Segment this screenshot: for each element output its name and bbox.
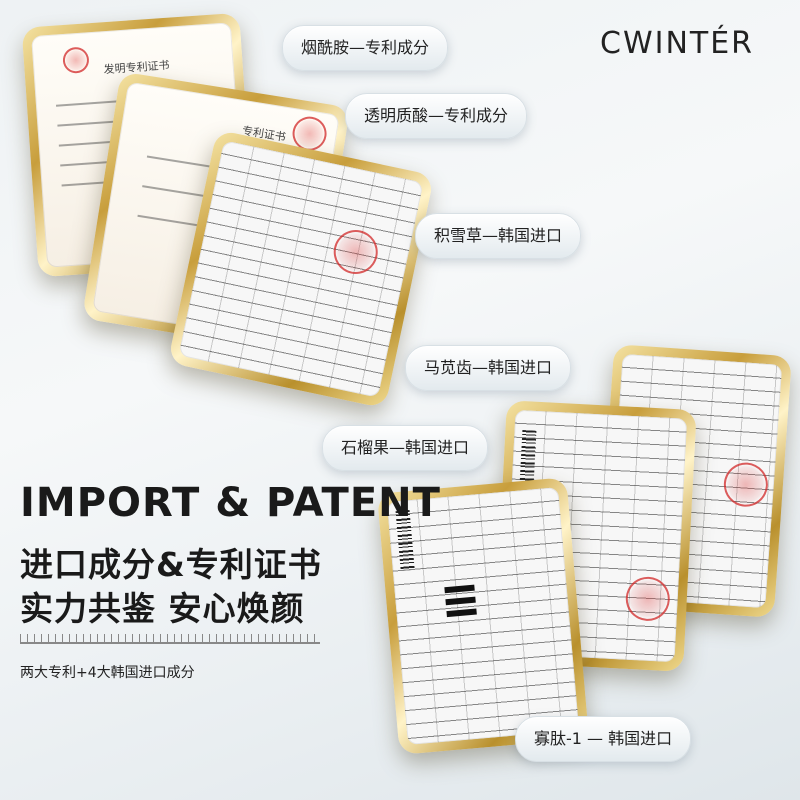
red-seal-icon: [624, 575, 671, 622]
ingredient-pill-purslane: 马苋齿—韩国进口: [405, 345, 572, 391]
ingredient-pill-centella: 积雪草—韩国进口: [415, 213, 582, 259]
import-document-card-1: [167, 129, 435, 409]
document-face: [178, 140, 424, 398]
headline: IMPORT & PATENT: [20, 480, 441, 526]
ingredient-pill-niacinamide: 烟酰胺—专利成分: [282, 25, 449, 71]
brand-logo: CWINTÉR: [600, 26, 755, 61]
emblem-icon: [62, 46, 90, 75]
redacted-block: [444, 584, 475, 594]
ingredient-pill-pomegranate: 石榴果—韩国进口: [322, 425, 489, 471]
red-seal-icon: [722, 461, 770, 509]
ingredient-pill-oligopeptide: 寡肽-1 — 韩国进口: [515, 716, 692, 762]
subheadline-2: 实力共鉴 安心焕颜: [20, 589, 305, 628]
feature-note: 两大专利+4大韩国进口成分: [20, 665, 195, 681]
red-seal-icon: [329, 225, 382, 279]
redacted-block: [446, 608, 477, 618]
ruler-divider: [20, 628, 320, 644]
ingredient-pill-hyaluronic-acid: 透明质酸—专利成分: [345, 93, 528, 139]
subheadline-1: 进口成分&专利证书: [20, 545, 322, 584]
redacted-block: [445, 596, 476, 606]
